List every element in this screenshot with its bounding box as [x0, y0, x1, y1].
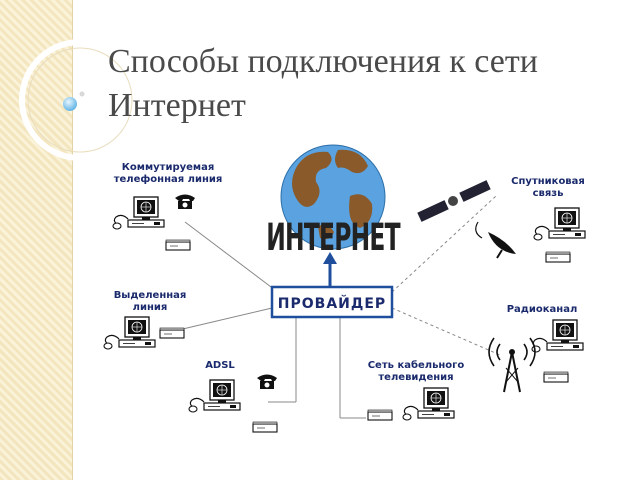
- satellite-label-1: Спутниковая: [511, 176, 585, 187]
- satellite-label-2: связь: [533, 188, 564, 199]
- globe-label: ИНТЕРНЕТ: [266, 216, 401, 259]
- satellite-icon: [417, 180, 491, 222]
- node-dialup: Коммутируемая телефонная линия: [112, 162, 223, 251]
- dialup-label-1: Коммутируемая: [122, 162, 215, 173]
- decor-ring-line: [27, 47, 133, 153]
- line-radio: [391, 307, 501, 356]
- cable-label-1: Сеть кабельного: [368, 359, 465, 371]
- slide-title: Способы подключения к сети Интернет: [108, 40, 628, 128]
- radio-tower-icon: [488, 337, 536, 393]
- node-adsl: ADSL: [188, 360, 278, 433]
- computer-icon: [531, 319, 584, 353]
- modem-icon: [545, 251, 571, 263]
- modem-icon: [543, 371, 569, 383]
- computer-icon: [103, 316, 156, 350]
- line-leased: [169, 307, 273, 333]
- adsl-label: ADSL: [205, 360, 235, 371]
- modem-icon: [159, 327, 185, 339]
- connection-lines: [169, 195, 501, 419]
- modem-icon: [165, 239, 191, 251]
- provider-box: [270, 285, 394, 319]
- title-line-1: Способы подключения к сети: [108, 43, 538, 80]
- cable-label-2: телевидения: [378, 372, 453, 383]
- node-cable: Сеть кабельного телевидения: [367, 359, 465, 421]
- dialup-label-2: телефонная линия: [114, 173, 223, 185]
- decor-ring-outer: [19, 39, 141, 161]
- computer-icon: [402, 387, 455, 421]
- decor-small-dot: [79, 91, 85, 97]
- phone-icon: [257, 374, 277, 389]
- globe-icon: [280, 144, 386, 250]
- node-leased: Выделенная линия: [103, 290, 187, 350]
- leased-label-1: Выделенная: [114, 290, 187, 301]
- decorative-strip: [0, 0, 72, 480]
- leased-label-2: линия: [133, 302, 168, 313]
- radio-label: Радиоканал: [507, 304, 578, 315]
- line-dialup: [184, 221, 276, 291]
- modem-icon: [252, 421, 278, 433]
- node-satellite: Спутниковая связь: [417, 176, 586, 263]
- decor-blue-dot: [63, 97, 77, 111]
- strip-edge: [72, 0, 73, 480]
- provider-label: ПРОВАЙДЕР: [278, 295, 386, 312]
- computer-icon: [112, 196, 165, 230]
- satellite-dish-icon: [475, 221, 516, 259]
- computer-icon: [188, 379, 241, 413]
- arrow-up-icon: [323, 252, 337, 287]
- computer-icon: [533, 207, 586, 241]
- node-radio: Радиоканал: [488, 304, 584, 393]
- modem-icon: [367, 409, 393, 421]
- phone-icon: [175, 194, 195, 209]
- title-line-2: Интернет: [108, 87, 246, 124]
